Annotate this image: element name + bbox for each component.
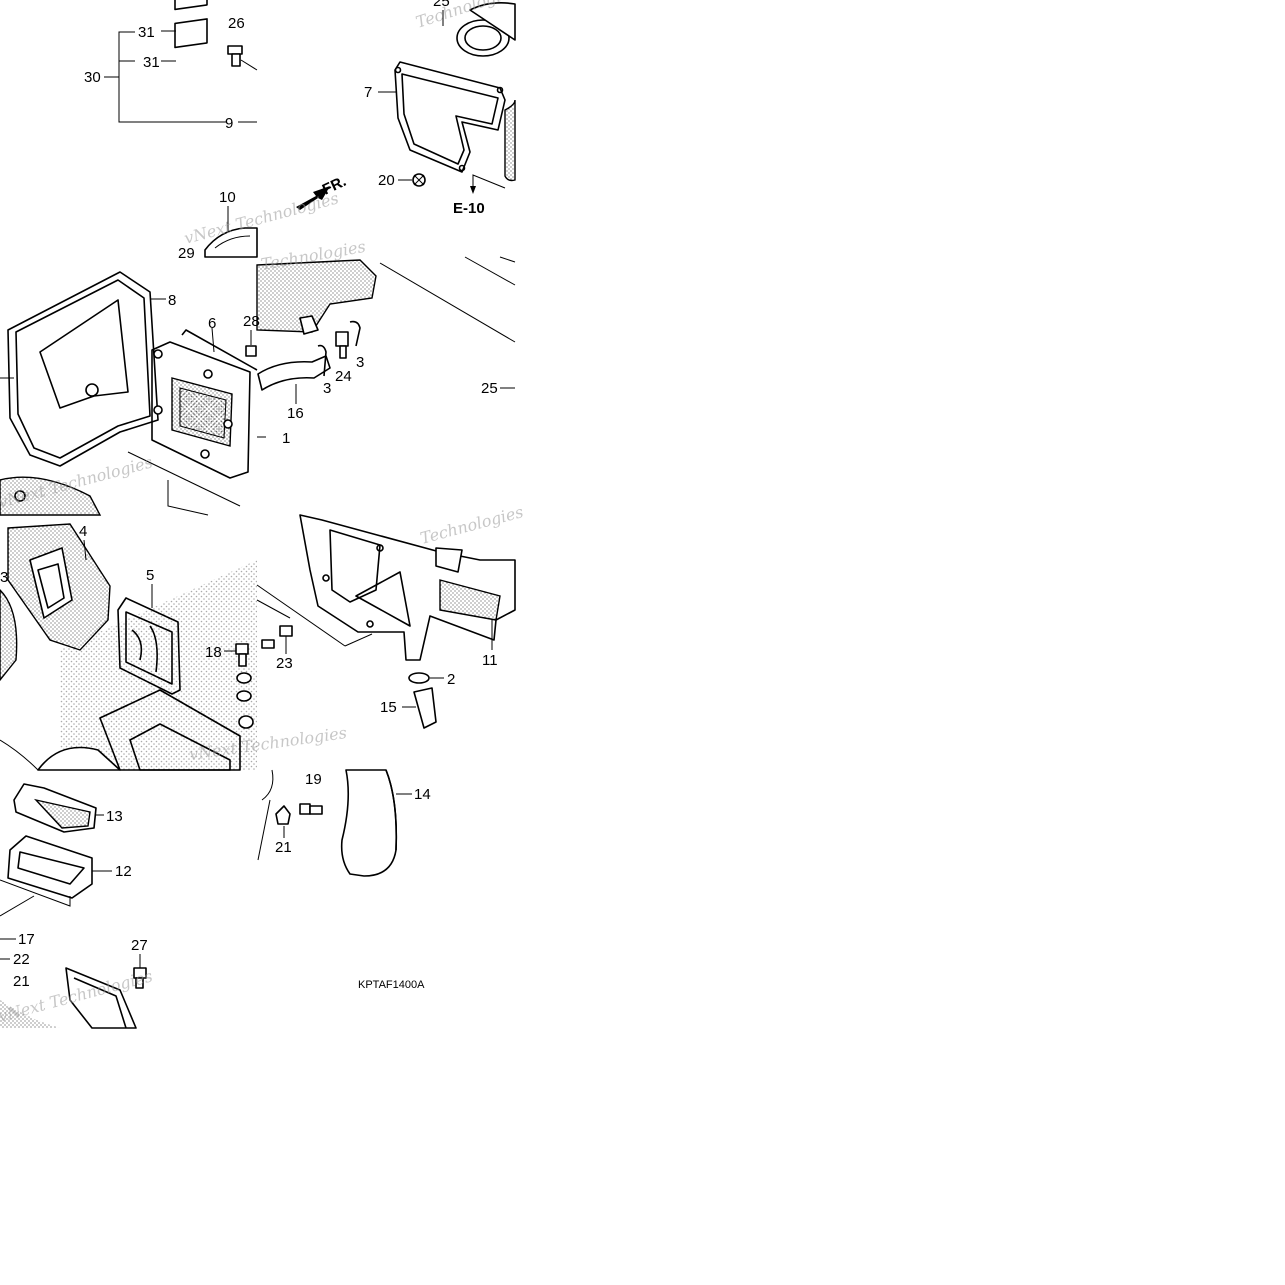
air-cleaner-case-upper	[256, 259, 377, 333]
bolt-19	[309, 805, 323, 815]
diagram-code: KPTAF1400A	[358, 979, 425, 991]
label-8: 8	[168, 292, 176, 309]
label-24: 24	[335, 368, 352, 385]
label-31b: 31	[143, 54, 160, 71]
label-26: 26	[228, 15, 245, 32]
label-17: 17	[18, 931, 35, 948]
label-23: 23	[276, 655, 293, 672]
tile-top-middle	[296, 2, 516, 210]
drain-plug-15	[413, 687, 437, 729]
air-cleaner-cover-8	[7, 271, 159, 467]
label-18: 18	[205, 644, 222, 661]
label-9: 9	[225, 115, 233, 132]
label-6: 6	[208, 315, 216, 332]
drain-tube-16	[257, 355, 331, 391]
callout-labels: 31 31 26 30 9 10 29 25 7 20 E-10 FR. 8 6…	[0, 0, 498, 991]
label-21: 21	[275, 839, 292, 856]
housing-fragment-10	[204, 227, 258, 258]
label-11: 11	[482, 652, 498, 669]
label-2: 2	[447, 671, 455, 688]
tile-lower-center	[256, 514, 516, 729]
element-frame	[151, 341, 251, 479]
tile-bottom-center	[257, 769, 412, 877]
tile-top-left	[104, 0, 258, 258]
watermark-vnext-1: vNext Technologies	[182, 188, 340, 247]
label-4: 4	[79, 523, 87, 540]
label-21-left: 21	[13, 973, 30, 990]
label-19: 19	[305, 771, 322, 788]
label-29: 29	[178, 245, 195, 262]
label-10: 10	[219, 189, 236, 206]
label-20: 20	[378, 172, 395, 189]
label-12: 12	[115, 863, 132, 880]
element-pad-upper	[174, 0, 208, 11]
reference-e10: E-10	[453, 200, 485, 217]
label-15: 15	[380, 699, 397, 716]
label-16: 16	[287, 405, 304, 422]
label-1: 1	[282, 430, 290, 447]
nut-21	[275, 805, 291, 825]
o-ring-2	[408, 672, 430, 684]
label-31a: 31	[138, 24, 155, 41]
label-14: 14	[414, 786, 431, 803]
label-3b: 3	[0, 569, 8, 586]
label-3c: 3	[356, 354, 364, 371]
label-27: 27	[131, 937, 148, 954]
label-22: 22	[13, 951, 30, 968]
frame-5	[117, 597, 181, 695]
label-3a: 3	[323, 380, 331, 397]
tile-center	[256, 256, 516, 404]
label-25-top: 25	[433, 0, 450, 10]
screw-26	[227, 45, 258, 71]
front-arrow	[296, 186, 330, 210]
label-28: 28	[243, 313, 260, 330]
tile-lower-left	[0, 523, 257, 771]
tile-bottom-left	[0, 783, 147, 1029]
label-30: 30	[84, 69, 101, 86]
label-7: 7	[364, 84, 372, 101]
label-25-mid: 25	[481, 380, 498, 397]
label-5: 5	[146, 567, 154, 584]
label-13: 13	[106, 808, 123, 825]
air-duct-14	[340, 769, 398, 877]
element-pad-lower	[174, 18, 208, 49]
tile-middle-left	[0, 271, 266, 516]
gasket-7	[394, 61, 506, 173]
bolt-18	[235, 643, 249, 655]
watermark-tech-3: Technologies	[418, 502, 525, 548]
